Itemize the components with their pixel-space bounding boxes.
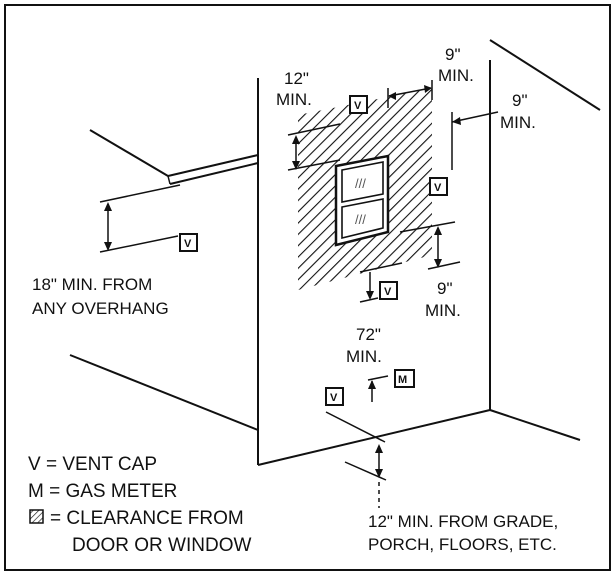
svg-text:V: V (330, 392, 338, 404)
label-grade-1: 12" MIN. FROM GRADE, (368, 512, 558, 531)
legend-vent: V = VENT CAP (28, 454, 157, 475)
vent-cap-low: V (325, 387, 344, 406)
svg-text:M: M (398, 374, 407, 386)
label-9-top-min: MIN. (438, 66, 474, 85)
label-9-below-min: MIN. (425, 301, 461, 320)
vent-cap-top: V (349, 95, 368, 114)
label-overhang-2: ANY OVERHANG (32, 299, 169, 318)
label-12-top: 12" (284, 69, 309, 88)
svg-text:V: V (184, 238, 192, 250)
label-9-below: 9" (437, 279, 453, 298)
vent-cap-overhang: V (179, 233, 198, 252)
dimension-lines (99, 80, 499, 508)
legend-hatch-swatch (29, 509, 44, 524)
label-grade-2: PORCH, FLOORS, ETC. (368, 535, 557, 554)
label-12-top-min: MIN. (276, 90, 312, 109)
window: /// /// (334, 154, 390, 247)
label-72: 72" (356, 325, 381, 344)
legend: V = VENT CAP M = GAS METER = CLEARANCE F… (28, 454, 251, 556)
label-overhang-1: 18" MIN. FROM (32, 275, 152, 294)
vent-cap-below: V (379, 281, 398, 300)
svg-text:V: V (354, 100, 362, 112)
vent-cap-right: V (429, 177, 448, 196)
label-9-right: 9" (512, 91, 528, 110)
svg-text:///: /// (355, 176, 366, 191)
svg-text:V: V (434, 182, 442, 194)
label-9-right-min: MIN. (500, 113, 536, 132)
label-9-top: 9" (445, 45, 461, 64)
legend-hatch-2: DOOR OR WINDOW (72, 535, 251, 556)
legend-hatch-1: = CLEARANCE FROM (50, 508, 244, 529)
svg-text:///: /// (355, 212, 366, 227)
legend-meter: M = GAS METER (28, 481, 177, 502)
svg-text:V: V (384, 286, 392, 298)
gas-meter: M (394, 369, 415, 388)
border-frame (4, 4, 611, 571)
label-72-min: MIN. (346, 347, 382, 366)
building-outline (69, 39, 601, 466)
